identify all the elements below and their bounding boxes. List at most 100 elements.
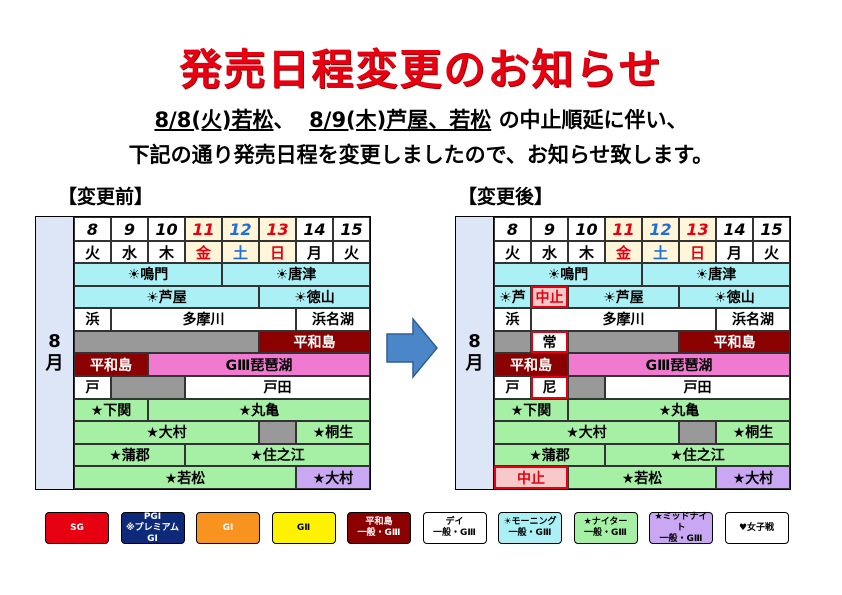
before-race-cell: ★下関 (74, 398, 148, 422)
notice-reason: の中止順延に伴い、 (498, 108, 688, 132)
before-race-cell: ☀芦屋 (74, 285, 259, 309)
day-number: 10 (148, 217, 185, 241)
after-race-cell: 多摩川 (531, 308, 716, 331)
before-race-cell: ☀鳴門 (74, 263, 222, 286)
legend-day: デイ一般・GⅢ (422, 512, 487, 544)
day-of-week: 木 (148, 241, 185, 263)
legend-g1: GⅠ (196, 512, 260, 544)
after-race-cell: ★住之江 (605, 443, 790, 467)
after-race-cell: ★丸亀 (568, 398, 790, 422)
month-label: 8 月 (456, 217, 494, 489)
notice-line-2: 下記の通り発売日程を変更しましたので、お知らせ致します。 (128, 143, 714, 167)
legend-text: GⅡ (296, 522, 311, 533)
day-of-week: 火 (74, 241, 111, 263)
legend-text: ♥女子戦 (738, 522, 775, 533)
before-race-cell: ★蒲郡 (74, 443, 185, 467)
legend-text: 一般・GⅢ (433, 528, 476, 538)
day-number: 13 (679, 217, 716, 241)
legend-text: 一般・GⅢ (584, 528, 627, 538)
legend-text: 一般・GⅢ (659, 533, 703, 544)
after-race-cell: 中止 (494, 466, 568, 489)
day-number: 15 (753, 217, 790, 241)
before-race-cell: ★丸亀 (148, 398, 370, 422)
day-number: 15 (333, 217, 370, 241)
day-number: 8 (494, 217, 531, 241)
day-of-week: 日 (679, 241, 716, 263)
day-of-week: 火 (333, 241, 370, 263)
after-closed-cell (679, 421, 716, 444)
day-of-week: 金 (185, 241, 222, 263)
day-of-week: 日 (259, 241, 296, 263)
before-race-cell: 戸 (74, 376, 111, 399)
day-of-week: 火 (494, 241, 531, 263)
legend-text: 一般・GⅢ (508, 528, 552, 538)
day-number: 11 (605, 217, 642, 241)
after-label: 【変更後】 (458, 186, 554, 208)
month-kanji: 月 (465, 353, 484, 374)
month-kanji: 月 (45, 353, 64, 374)
legend-text: ★ミッドナイト (654, 511, 708, 533)
after-race-cell: ☀鳴門 (494, 263, 642, 286)
day-of-week: 木 (568, 241, 605, 263)
after-race-cell: 平和島 (494, 353, 568, 376)
legend-text: GⅠ (222, 522, 234, 533)
before-race-cell: 浜名湖 (296, 308, 370, 331)
notice-date-2: 8/9(木)芦屋、若松 (309, 108, 492, 132)
month-number: 8 (468, 331, 481, 352)
before-label: 【変更前】 (58, 186, 154, 208)
before-closed-cell (111, 376, 185, 399)
before-race-cell: ☀徳山 (259, 285, 370, 309)
after-race-cell: ★桐生 (716, 421, 790, 444)
before-race-cell: 多摩川 (111, 308, 296, 331)
after-race-cell: GⅢ琵琶湖 (568, 353, 790, 376)
after-race-cell: 戸 (494, 376, 531, 399)
before-race-cell: 浜 (74, 308, 111, 331)
after-race-cell: 中止 (531, 285, 568, 309)
day-number: 10 (568, 217, 605, 241)
legend-text: 平和島 (365, 517, 393, 527)
after-race-cell: ☀唐津 (642, 263, 790, 286)
before-race-cell: ★大村 (74, 421, 259, 444)
legend-text: SG (70, 522, 84, 533)
page-title: 発売日程変更のお知らせ (179, 45, 663, 94)
day-number: 12 (222, 217, 259, 241)
day-of-week: 月 (296, 241, 333, 263)
day-of-week: 水 (531, 241, 568, 263)
after-race-cell: ☀芦屋 (568, 285, 679, 309)
after-race-cell: ★蒲郡 (494, 443, 605, 467)
before-closed-cell (74, 330, 259, 354)
notice-line-1: 8/8(火)若松、 8/9(木)芦屋、若松 の中止順延に伴い、 (0, 104, 842, 134)
legend-text: PGⅠ (143, 511, 162, 522)
after-race-cell: ★若松 (568, 466, 716, 489)
legend-ladies: ♥女子戦 (724, 512, 789, 544)
legend-text: 一般・GⅢ (357, 528, 401, 538)
before-closed-cell (259, 421, 296, 444)
day-of-week: 火 (753, 241, 790, 263)
month-label: 8 月 (36, 217, 74, 489)
after-closed-cell (568, 376, 605, 399)
before-race-cell: ★桐生 (296, 421, 370, 444)
after-closed-cell (494, 330, 531, 354)
legend-midnight: ★ミッドナイト一般・GⅢ (649, 512, 713, 544)
after-race-cell: ☀芦 (494, 285, 531, 309)
day-number: 14 (716, 217, 753, 241)
before-race-cell: ★住之江 (185, 443, 370, 467)
legend-pg1: PGⅠ※プレミアムGⅠ (120, 511, 185, 544)
legend-text: ★ナイター (583, 517, 628, 527)
after-race-cell: ★下関 (494, 398, 568, 422)
after-race-cell: 戸田 (605, 376, 790, 399)
after-race-cell: 浜 (494, 308, 531, 331)
after-race-cell: 平和島 (679, 330, 790, 354)
legend-nighter: ★ナイター一般・GⅢ (573, 512, 638, 544)
day-number: 11 (185, 217, 222, 241)
after-race-cell: ☀徳山 (679, 285, 790, 309)
before-race-cell: 平和島 (74, 353, 148, 376)
notice-date-1: 8/8(火)若松 (154, 108, 274, 132)
legend-text: ※プレミアムGⅠ (125, 522, 180, 544)
day-of-week: 土 (642, 241, 679, 263)
month-number: 8 (48, 331, 61, 352)
before-race-cell: ★大村 (296, 466, 370, 489)
